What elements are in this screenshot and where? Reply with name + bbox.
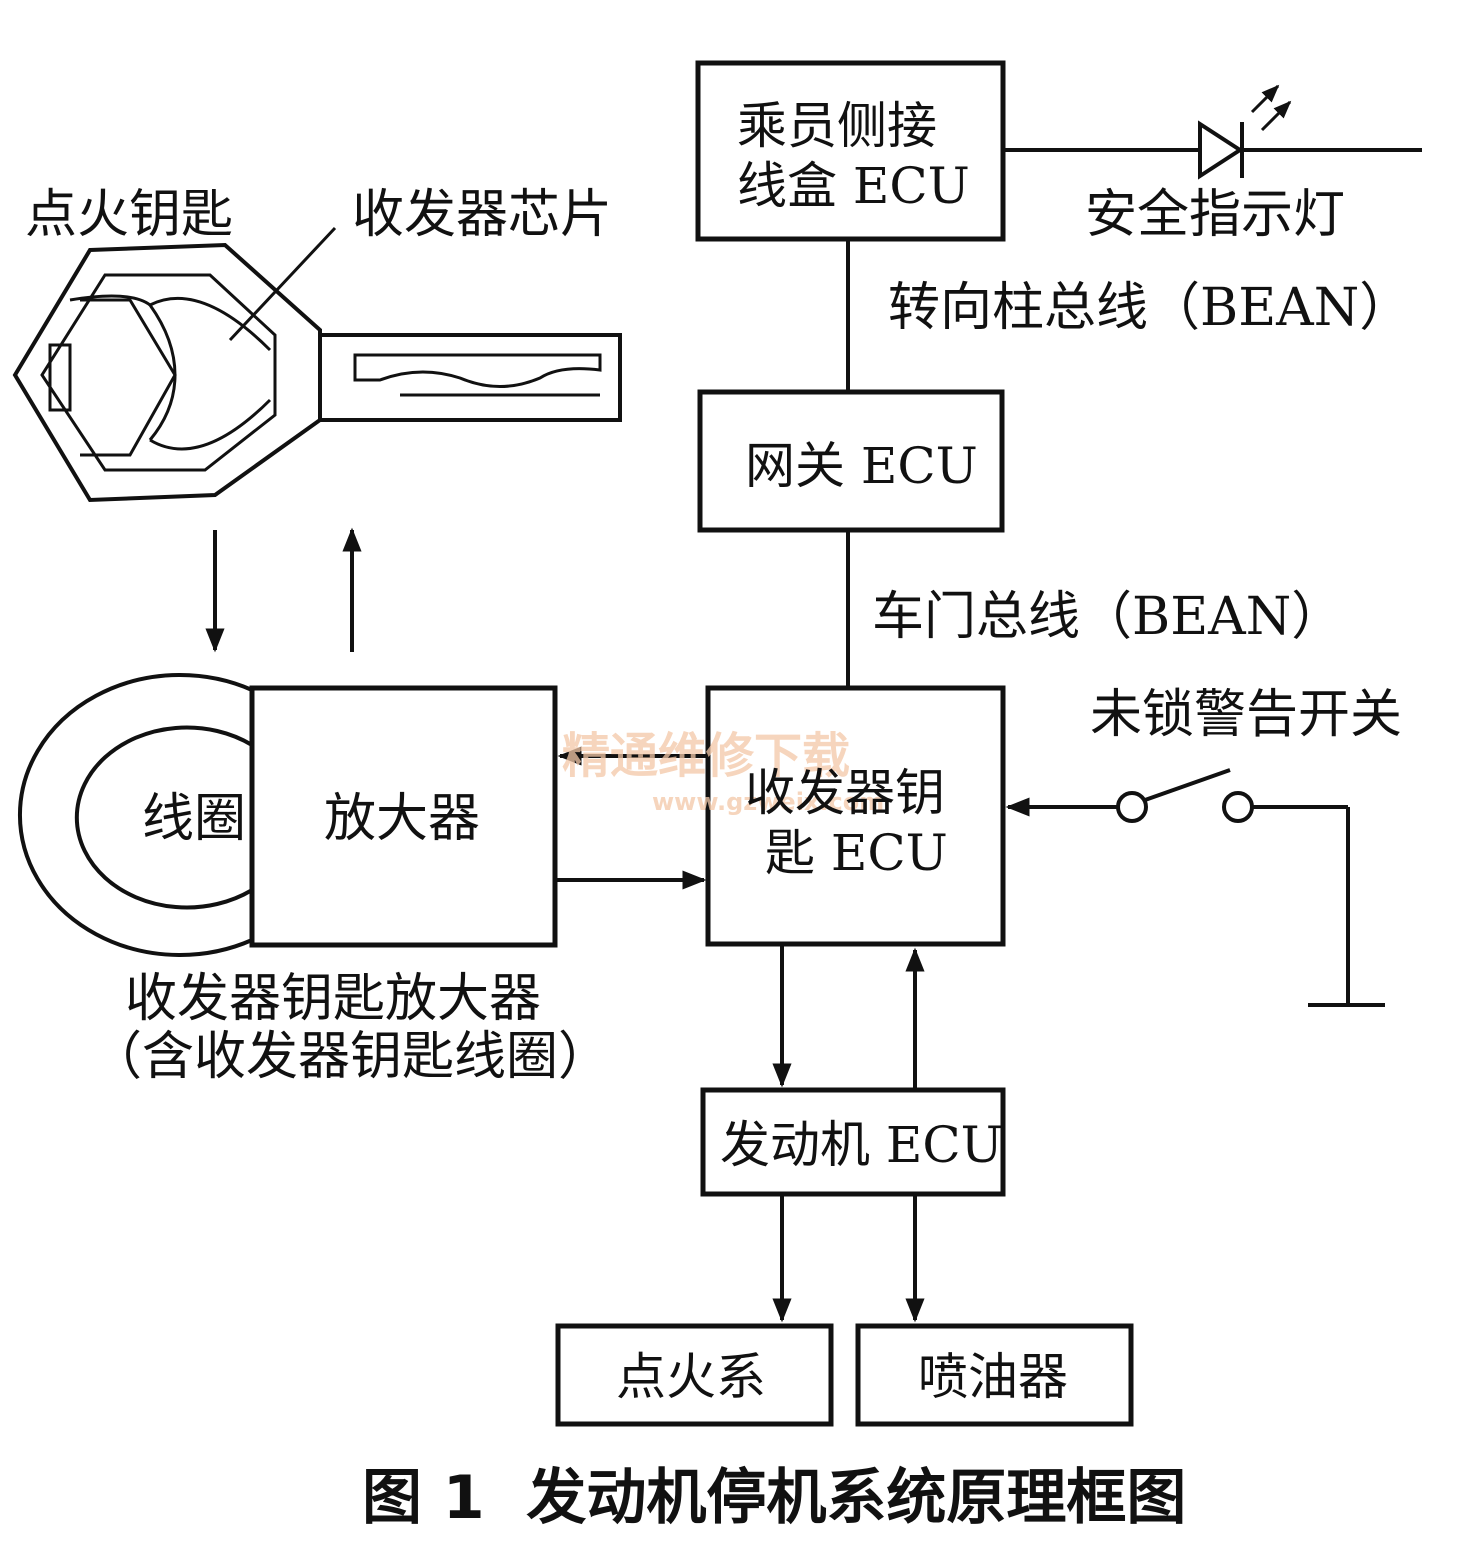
amplifier-title-line2: （含收发器钥匙线圈） — [90, 1027, 610, 1087]
watermark-title: 精通维修下载 — [562, 728, 850, 784]
ignition-system-box — [555, 1323, 834, 1427]
amplifier-title-line1: 收发器钥匙放大器 — [125, 969, 541, 1029]
gateway-ecu-box — [697, 389, 1005, 533]
transponder-chip-label: 收发器芯片 — [352, 185, 612, 245]
coil-outer-arc — [17, 673, 253, 957]
injector-text: 喷油器 — [918, 1348, 1068, 1406]
led-icon — [1198, 84, 1292, 180]
transponder-ecu-text-line2: 匙 ECU — [765, 824, 948, 882]
passenger-ecu-text-line2: 线盒 ECU — [737, 157, 970, 215]
engine-ecu-box — [700, 1087, 1006, 1197]
unlock-warning-switch-symbol — [1005, 768, 1385, 1007]
coil-text: 线圈 — [142, 789, 246, 849]
steering-column-bus-label: 转向柱总线（BEAN） — [888, 278, 1411, 338]
ignition-key-label: 点火钥匙 — [25, 185, 233, 245]
injector-box — [855, 1323, 1134, 1427]
ignition-system-text: 点火系 — [616, 1348, 766, 1406]
chip-leader-line — [228, 226, 337, 342]
gateway-ecu-text: 网关 ECU — [745, 437, 978, 495]
amplifier-text: 放大器 — [324, 789, 480, 849]
security-light-label: 安全指示灯 — [1085, 185, 1345, 245]
figure-caption: 图 1 发动机停机系统原理框图 — [362, 1463, 1186, 1533]
transponder-ecu-text-line1: 收发器钥 — [745, 764, 945, 822]
passenger-ecu-text-line1: 乘员侧接 — [737, 97, 937, 155]
ignition-key-illustration — [12, 226, 622, 503]
amplifier-box — [249, 685, 558, 948]
coil-inner-arc — [74, 725, 254, 910]
door-bus-label: 车门总线（BEAN） — [872, 587, 1343, 647]
passenger-junction-ecu-box — [695, 60, 1006, 242]
transponder-key-ecu-box — [705, 685, 1006, 947]
engine-ecu-text: 发动机 ECU — [720, 1116, 1003, 1174]
watermark-url: www.gzweix.com — [652, 788, 884, 816]
unlock-warning-switch-label: 未锁警告开关 — [1090, 685, 1402, 745]
